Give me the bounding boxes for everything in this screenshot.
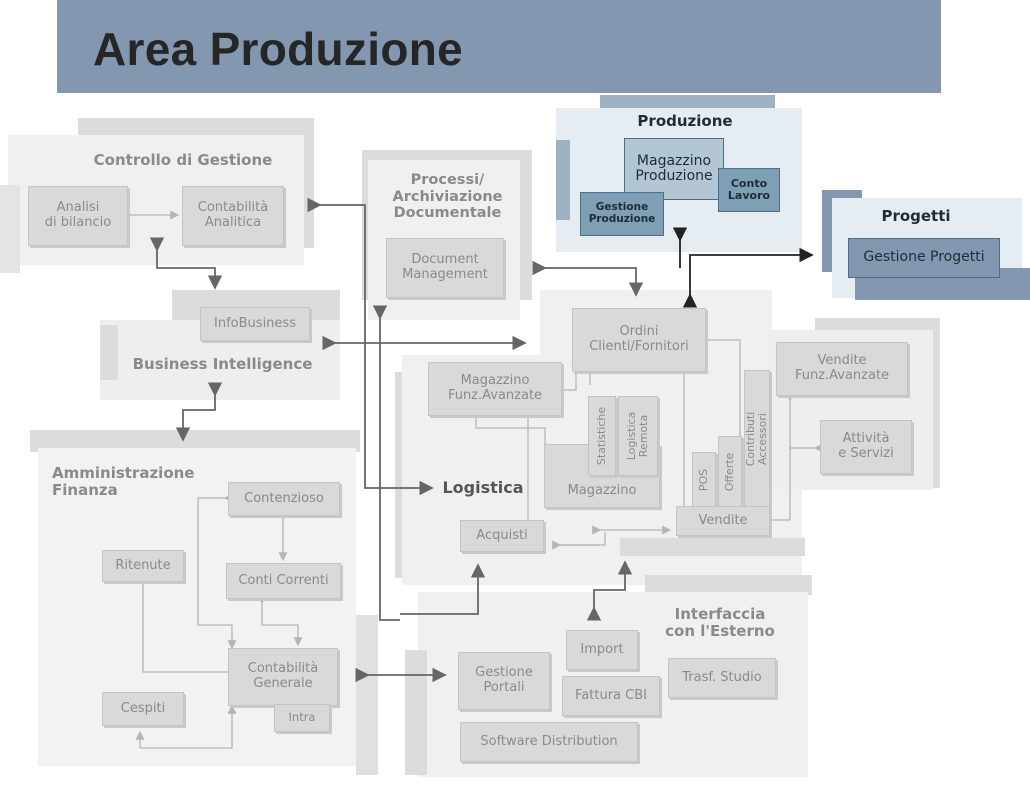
controllo-panel-left: [0, 185, 20, 273]
produzione-title: Produzione: [637, 112, 733, 130]
contabilita-generale-box: Contabilità Generale: [228, 648, 338, 706]
ordini-box: Ordini Clienti/Fornitori: [572, 308, 706, 372]
logistica-title: Logistica: [442, 478, 524, 497]
offerte-label: Offerte: [722, 452, 736, 492]
gestione-produzione-box: Gestione Produzione: [580, 192, 664, 236]
cespiti-box: Cespiti: [102, 692, 184, 726]
logistica-remota-box: Logistica Remota: [618, 396, 658, 476]
software-distribution-box: Software Distribution: [460, 722, 638, 762]
logistica-bottom-band: [620, 538, 805, 556]
produzione-panel-left: [556, 140, 570, 220]
offerte-box: Offerte: [718, 436, 742, 508]
statistiche-label: Statistiche: [594, 406, 608, 466]
page-title: Area Produzione: [93, 23, 464, 75]
magazzino-funz-avanzate-box: Magazzino Funz.Avanzate: [428, 362, 562, 416]
header-bar: Area Produzione: [57, 0, 941, 93]
vendite-box: Vendite: [676, 506, 770, 536]
ritenute-box: Ritenute: [102, 550, 184, 582]
controllo-title: Controllo di Gestione: [93, 151, 273, 169]
pos-label: POS: [696, 468, 710, 492]
processi-title: Processi/ Archiviazione Documentale: [392, 172, 503, 222]
trasf-studio-box: Trasf. Studio: [668, 658, 776, 698]
document-management-box: Document Management: [386, 238, 504, 298]
import-box: Import: [566, 630, 638, 670]
infobusiness-box: InfoBusiness: [200, 307, 310, 341]
fattura-cbi-box: Fattura CBI: [562, 676, 660, 716]
vendite-funz-avanzate-box: Vendite Funz.Avanzate: [776, 342, 908, 396]
contributi-accessori-box: Contributi Accessori: [744, 370, 770, 508]
contabilita-analitica-box: Contabilità Analitica: [182, 186, 284, 246]
conto-lavoro-box: Conto Lavoro: [718, 168, 780, 212]
interfaccia-title: Interfaccia con l'Esterno: [665, 605, 775, 641]
acquisti-box: Acquisti: [460, 520, 544, 552]
contenzioso-box: Contenzioso: [228, 482, 340, 516]
conti-correnti-box: Conti Correnti: [226, 563, 341, 599]
bi-panel-left: [100, 325, 118, 380]
pos-box: POS: [692, 452, 716, 508]
amministrazione-panel-right: [356, 615, 378, 775]
progetti-title: Progetti: [881, 207, 951, 225]
attivita-servizi-box: Attività e Servizi: [820, 420, 912, 474]
interfaccia-panel-shadow: [645, 575, 812, 595]
analisi-bilancio-box: Analisi di bilancio: [28, 186, 128, 246]
bi-title: Business Intelligence: [132, 355, 313, 373]
gestione-progetti-box: Gestione Progetti: [848, 238, 1000, 278]
magazzino-produzione-box: Magazzino Produzione: [624, 138, 724, 200]
logistica-remota-label: Logistica Remota: [624, 411, 650, 461]
contributi-accessori-label: Contributi Accessori: [743, 411, 769, 467]
statistiche-box: Statistiche: [588, 396, 616, 476]
intra-box: Intra: [274, 704, 330, 732]
amministrazione-title: Amministrazione Finanza: [52, 464, 195, 500]
gestione-portali-box: Gestione Portali: [458, 652, 550, 710]
